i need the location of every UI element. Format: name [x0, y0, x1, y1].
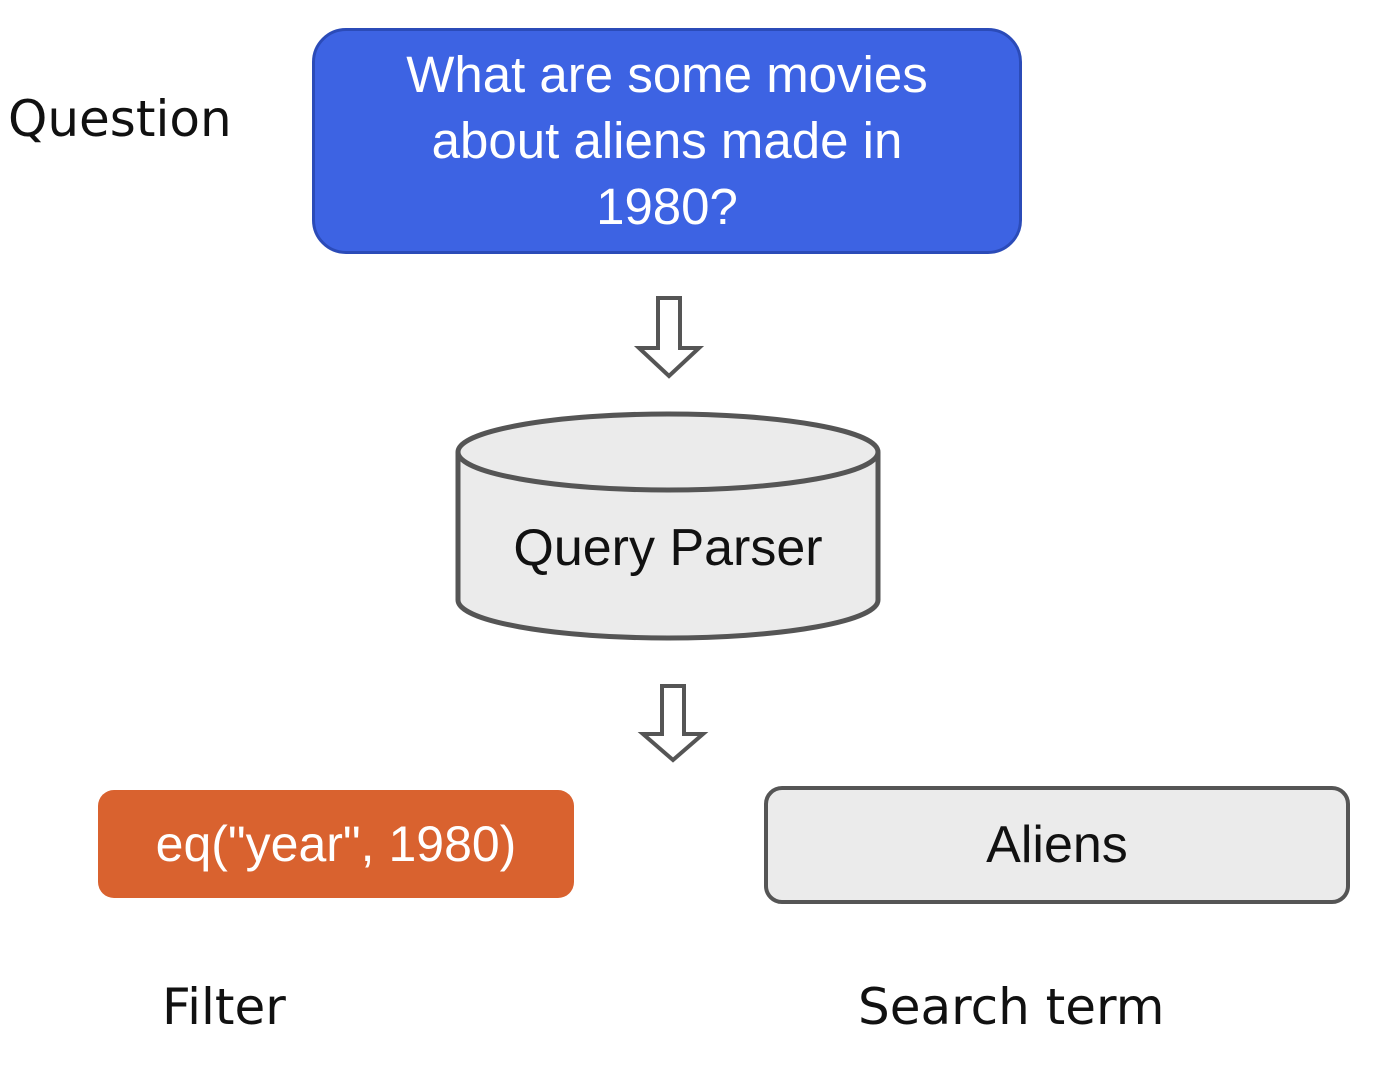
search-term-label: Search term: [858, 978, 1165, 1036]
database-cylinder-icon: [455, 411, 881, 641]
question-label: Question: [8, 90, 232, 148]
filter-text: eq("year", 1980): [155, 816, 517, 872]
filter-label: Filter: [162, 978, 286, 1036]
search-term-box: Aliens: [764, 786, 1350, 904]
filter-box: eq("year", 1980): [98, 790, 574, 898]
down-arrow-icon: [637, 684, 709, 763]
down-arrow-icon: [633, 296, 705, 379]
search-term-text: Aliens: [986, 816, 1128, 874]
question-box: What are some movies about aliens made i…: [312, 28, 1022, 254]
query-parser-label: Query Parser: [513, 519, 823, 577]
question-text: What are some movies about aliens made i…: [406, 46, 928, 235]
